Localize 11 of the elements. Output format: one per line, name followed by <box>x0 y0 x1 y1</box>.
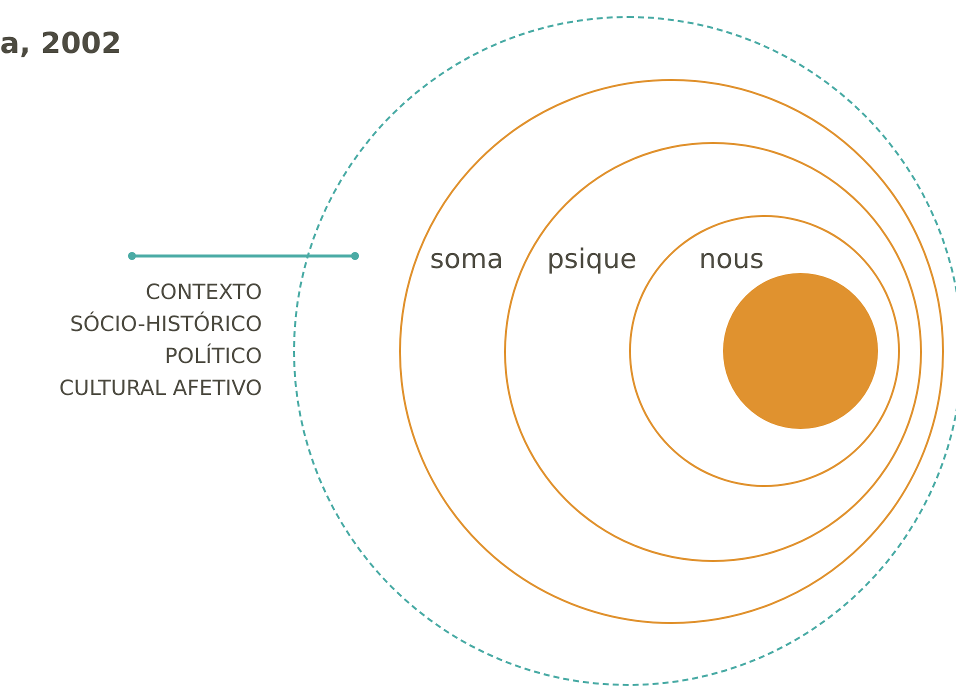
context-label: CONTEXTO <box>144 279 262 306</box>
psique-circle <box>504 142 922 562</box>
ring-label: soma <box>430 243 504 277</box>
context-label: CULTURAL AFETIVO <box>58 375 262 402</box>
title: a, 2002 <box>0 25 122 62</box>
context-label: SÓCIO-HISTÓRICO <box>68 310 262 338</box>
soma-circle <box>399 79 944 624</box>
context-circle <box>293 16 956 686</box>
ring-label: nous <box>699 243 764 277</box>
context-label: POLÍTICO <box>164 342 262 370</box>
ring-label: psique <box>547 243 637 277</box>
